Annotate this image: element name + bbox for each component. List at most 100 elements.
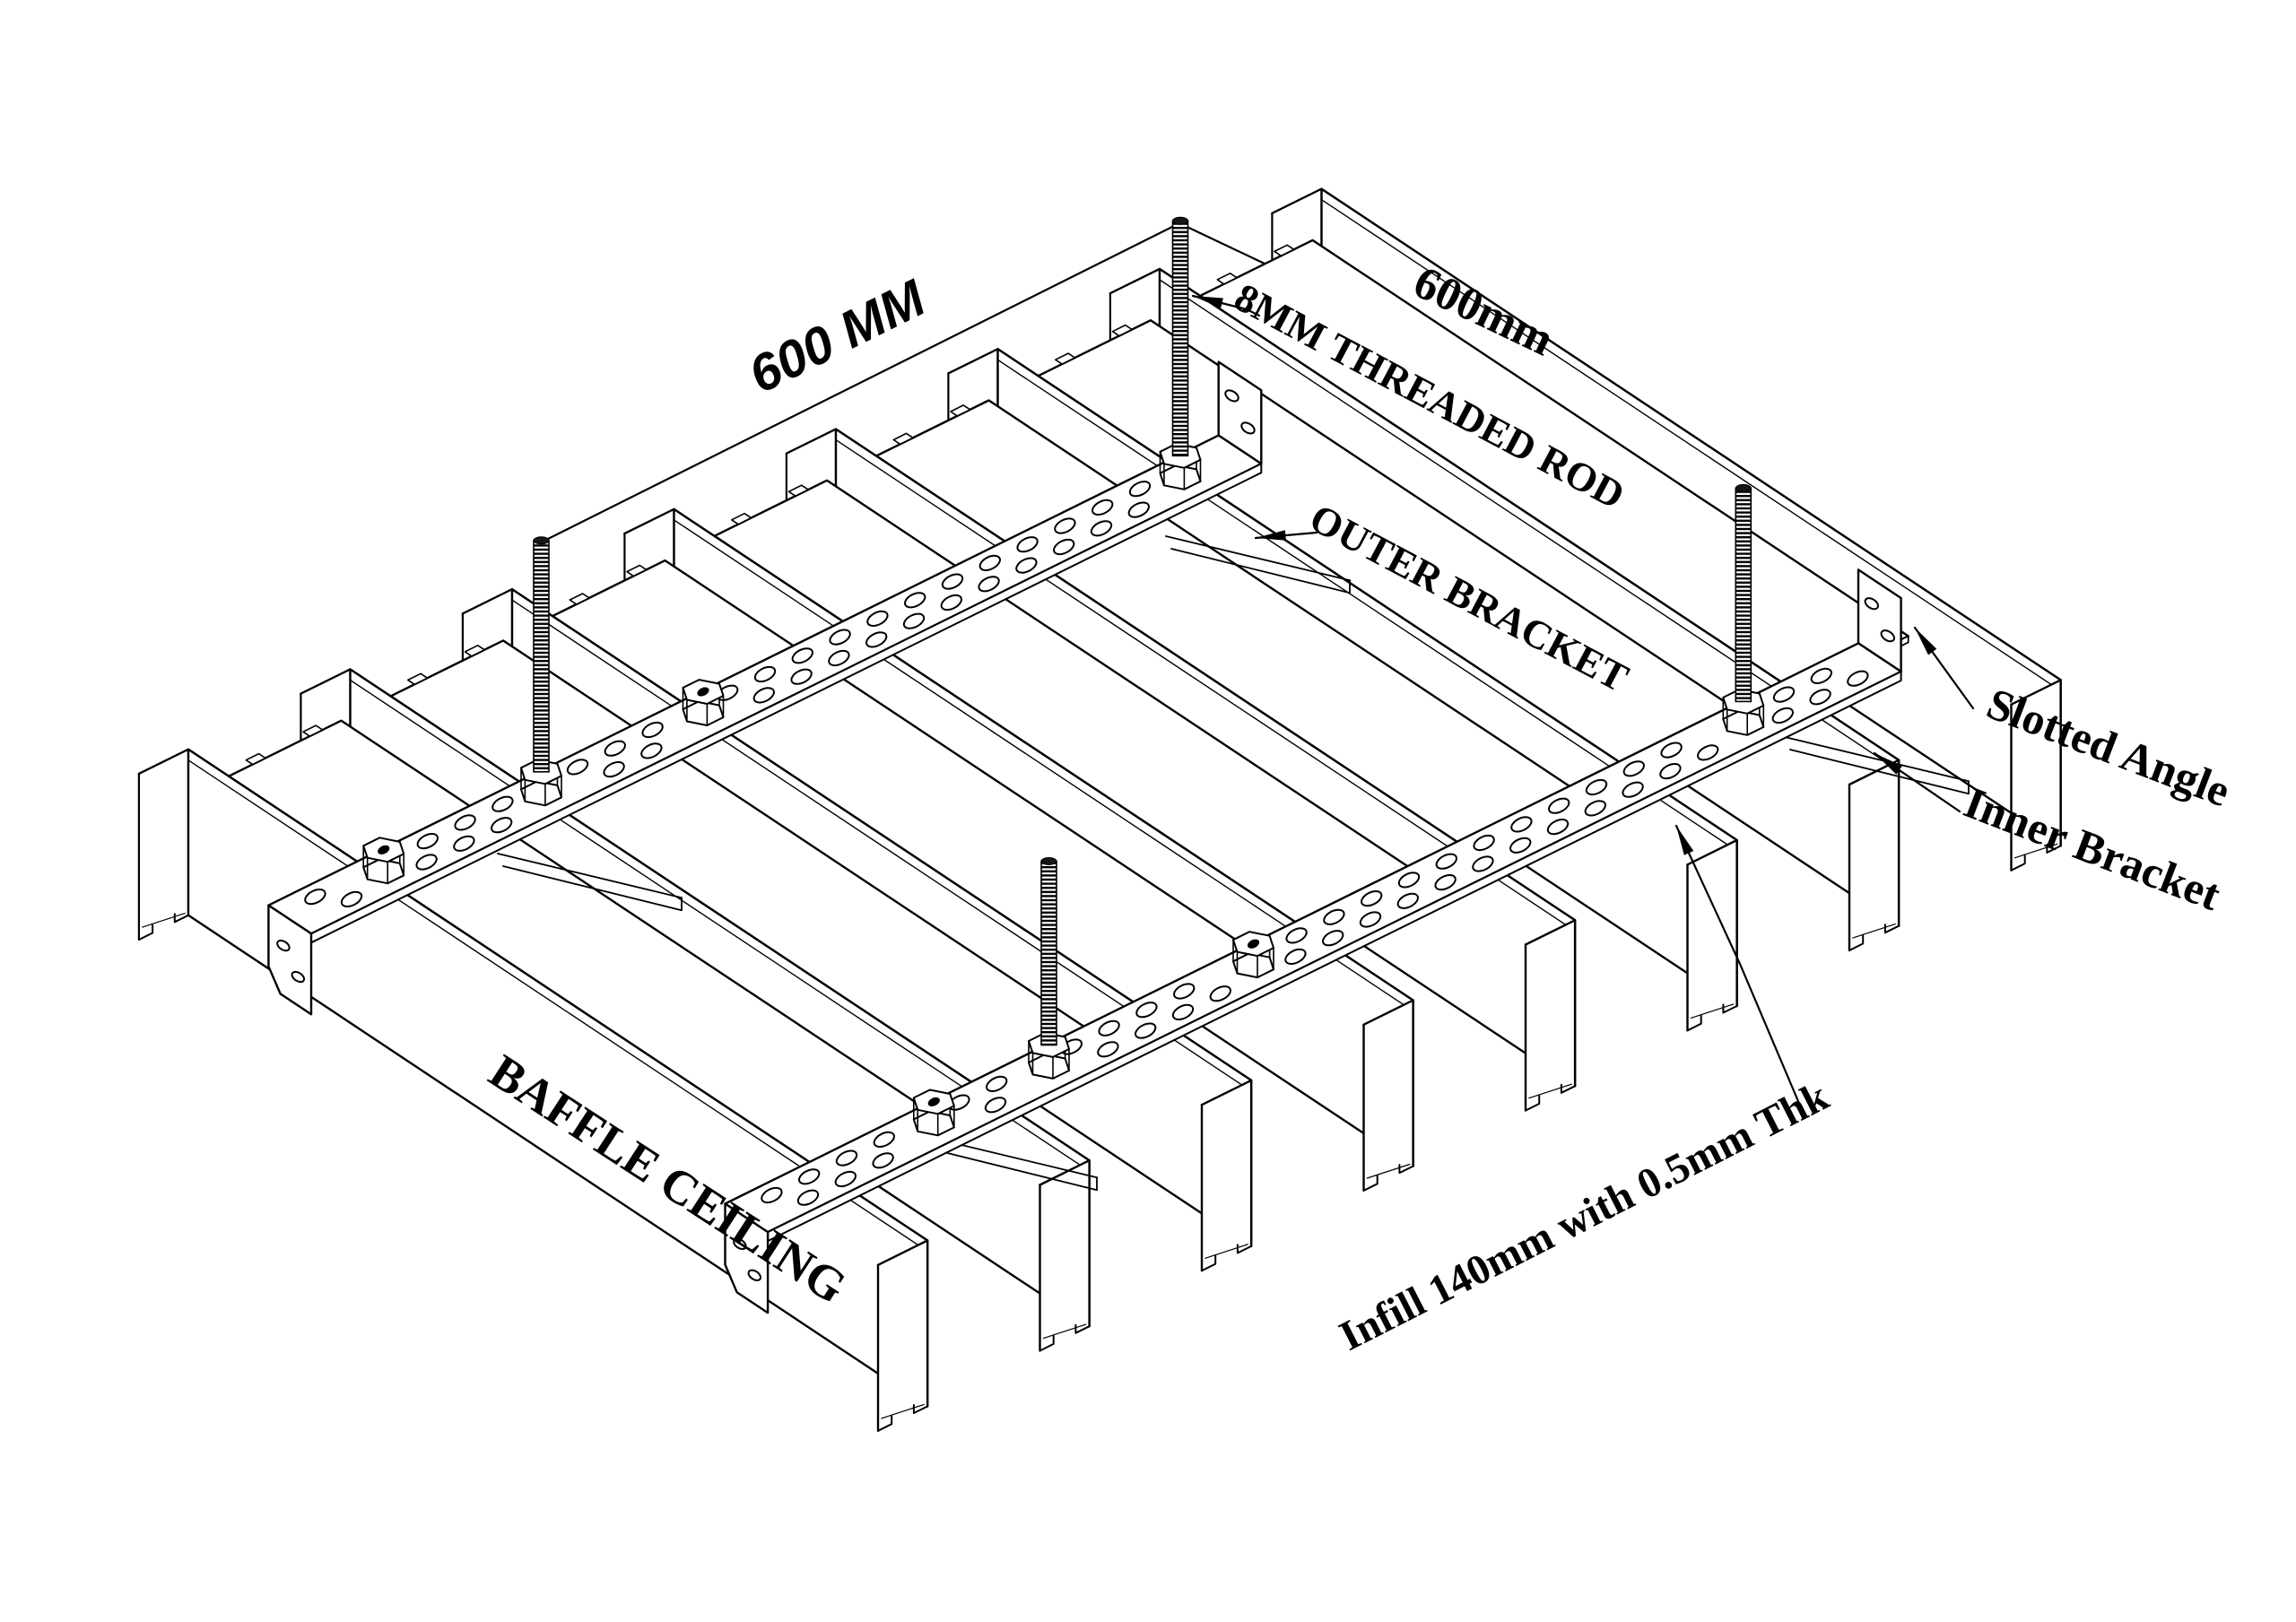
- slot-hole: [1473, 834, 1495, 852]
- slot-hole: [1098, 1019, 1120, 1037]
- slot-hole: [641, 721, 664, 739]
- bracket-strip-line: [497, 853, 683, 899]
- slot-hole: [416, 833, 439, 850]
- slot-hole: [1771, 707, 1794, 724]
- slot-hole: [1171, 1003, 1195, 1020]
- baffle-lip: [1525, 1095, 1541, 1112]
- threaded-rod: [1735, 487, 1752, 703]
- slot-hole: [1285, 927, 1308, 944]
- slot-hole: [1053, 538, 1075, 556]
- slot-hole: [453, 835, 475, 852]
- slot-hole: [866, 610, 889, 627]
- hex-nut-hole: [697, 687, 709, 697]
- baffle-inner-edge: [1852, 923, 1896, 939]
- leader-outer-bracket-arrow-icon: [1256, 530, 1286, 541]
- slot-hole: [340, 890, 363, 907]
- baffle-lip: [2010, 854, 2026, 872]
- slot-hole: [1173, 983, 1196, 1000]
- angle-end-flange-down: [724, 1202, 770, 1314]
- panel-splice-tab: [892, 432, 914, 446]
- leader-threaded-rod-arrow-icon: [1193, 296, 1223, 308]
- slot-hole: [835, 1149, 858, 1167]
- baffle-end-top: [2010, 679, 2062, 706]
- slot-hole: [984, 1097, 1007, 1114]
- slot-hole: [752, 687, 775, 704]
- slot-hole: [640, 742, 663, 759]
- slot-hole: [491, 817, 513, 834]
- slot-hole: [865, 631, 888, 648]
- baffle-end-fill: [1687, 840, 1737, 1031]
- flange-hole: [1864, 597, 1880, 611]
- slot-hole: [1697, 744, 1719, 761]
- baffle-end-top: [300, 668, 352, 695]
- flange-hole: [733, 1237, 747, 1251]
- slot-hole: [940, 594, 962, 612]
- baffle-web-fold-line: [1320, 198, 2062, 692]
- slot-hole: [1127, 501, 1150, 518]
- baffle-inner-edge: [1528, 1083, 1572, 1099]
- bracket-strip-line: [502, 865, 683, 912]
- threaded-rod: [1171, 220, 1189, 457]
- baffle-inner-edge: [142, 912, 186, 928]
- slot-hole: [941, 573, 964, 590]
- slot-hole: [1659, 763, 1682, 780]
- panel-splice-tab: [730, 512, 752, 525]
- baffle-end-top: [1362, 999, 1414, 1027]
- baffle-end-top: [1271, 187, 1323, 214]
- baffle-lip: [137, 924, 154, 941]
- slot-hole: [1548, 797, 1570, 814]
- baffle-end-top: [947, 348, 999, 375]
- panel-splice-tab: [569, 593, 590, 605]
- bracket-strip-line: [1789, 749, 1970, 795]
- baffle-end-top: [1686, 838, 1738, 866]
- slot-hole: [796, 1189, 820, 1206]
- bracket-strip-line: [1170, 548, 1351, 594]
- panel-splice-tab: [626, 564, 648, 577]
- baffle-end-top: [461, 588, 514, 615]
- baffle-end-top: [1109, 267, 1161, 295]
- threaded-rod: [533, 539, 550, 773]
- baffle-end-top: [1039, 1158, 1091, 1186]
- slot-hole: [761, 1186, 783, 1204]
- baffle-end-fill: [2011, 680, 2061, 871]
- flange-hole: [1224, 389, 1239, 403]
- slot-hole: [1323, 908, 1345, 925]
- slot-hole: [1772, 686, 1796, 703]
- baffle-inner-edge: [1042, 1323, 1087, 1340]
- slot-hole: [1510, 816, 1533, 833]
- slot-hole: [1090, 520, 1113, 537]
- angle-end-flange-down: [267, 904, 313, 1016]
- slot-hole: [1622, 781, 1644, 798]
- slot-hole: [304, 889, 326, 906]
- slot-hole: [1847, 670, 1869, 687]
- panel-splice-tab: [406, 672, 429, 686]
- bracket-strip-line: [918, 1145, 1098, 1192]
- slot-hole: [491, 795, 514, 812]
- baffle-end-top: [1200, 1079, 1253, 1106]
- slot-hole: [1054, 517, 1076, 534]
- slot-hole: [1135, 1022, 1157, 1039]
- slot-hole: [1015, 557, 1038, 574]
- baffle-lip: [1039, 1334, 1055, 1352]
- baffle-end-fill: [138, 749, 188, 940]
- slot-hole: [904, 592, 926, 609]
- slot-hole: [1435, 853, 1457, 870]
- baffle-end-top: [137, 748, 190, 776]
- panel-splice-tab: [464, 644, 485, 657]
- bracket-strip-line: [1165, 535, 1351, 582]
- slot-hole: [415, 854, 438, 871]
- flange-hole: [747, 1269, 762, 1281]
- baffle-lip: [1686, 1014, 1702, 1032]
- leader-slotted-angle-arrow-icon: [1915, 628, 1937, 655]
- baffle-inner-edge: [1690, 1003, 1735, 1019]
- baffle-end-fill: [1526, 920, 1576, 1111]
- leader-infill-arrow-icon: [1676, 826, 1694, 855]
- slot-hole: [1809, 689, 1831, 706]
- baffle-end-top: [785, 428, 838, 455]
- slot-hole: [1016, 536, 1039, 553]
- slot-hole: [1097, 1041, 1119, 1058]
- hex-nut-hole: [927, 1097, 940, 1106]
- slot-hole: [834, 1170, 857, 1188]
- baffle-lip: [1362, 1175, 1378, 1192]
